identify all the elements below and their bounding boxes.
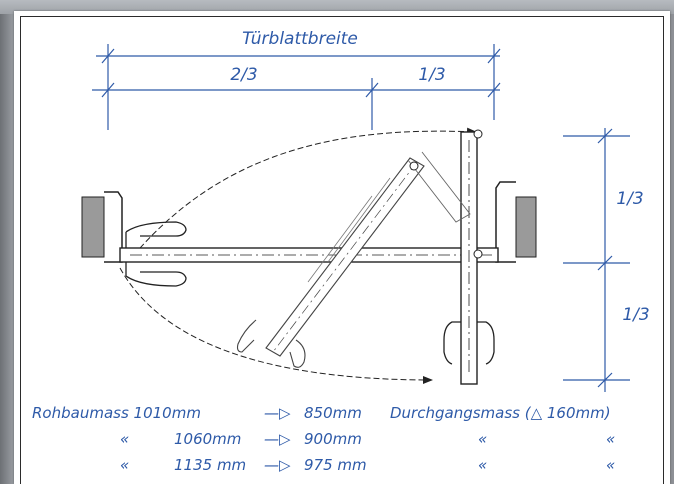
handle-open-leaf bbox=[443, 321, 495, 365]
one-third-right-lower-label: 1/3 bbox=[622, 305, 649, 325]
one-third-top-label: 1/3 bbox=[418, 65, 445, 85]
door-leaf-diagonal bbox=[236, 151, 471, 368]
right-dimension-group bbox=[563, 128, 630, 392]
note-row3-ditto1: « bbox=[120, 456, 129, 474]
handle-closed-leaf bbox=[125, 221, 187, 287]
two-thirds-label: 2/3 bbox=[230, 65, 257, 85]
note-row3-ditto2: « bbox=[478, 456, 487, 474]
tick-mark bbox=[101, 48, 115, 64]
note-row1-left: Rohbaumass 1010mm bbox=[32, 404, 201, 422]
note-row3-arrow: —▷ bbox=[264, 456, 291, 474]
background-left-edge bbox=[0, 14, 14, 484]
tick-mark bbox=[597, 372, 613, 388]
note-row2-ditto3: « bbox=[606, 430, 615, 448]
note-row2-mid: 900mm bbox=[304, 430, 362, 448]
pivot-circle-center bbox=[473, 249, 483, 259]
frame-left bbox=[104, 191, 123, 263]
note-row3-mid: 975 mm bbox=[304, 456, 367, 474]
wall-right bbox=[515, 196, 537, 258]
note-row2-arrow: —▷ bbox=[264, 430, 291, 448]
door-leaf-width-label: Türblattbreite bbox=[242, 29, 358, 49]
tick-mark bbox=[597, 255, 613, 271]
dimension-notes: Rohbaumass 1010mm —▷ 850mm Durchgangsmas… bbox=[32, 404, 615, 474]
note-row2-ditto2: « bbox=[478, 430, 487, 448]
top-dimension-group bbox=[92, 44, 501, 130]
note-row2-ditto1: « bbox=[120, 430, 129, 448]
background-window-strip bbox=[0, 0, 674, 14]
note-row3-ditto3: « bbox=[606, 456, 615, 474]
pivot-circle-top bbox=[473, 129, 483, 139]
one-third-right-upper-label: 1/3 bbox=[616, 189, 643, 209]
note-row1-arrow: —▷ bbox=[264, 404, 291, 422]
swing-arc-upper bbox=[127, 127, 477, 263]
note-row1-mid: 850mm bbox=[304, 404, 362, 422]
sheet-frame bbox=[20, 16, 664, 484]
frame-right bbox=[495, 181, 516, 263]
wall-left bbox=[81, 196, 105, 258]
tick-mark bbox=[101, 82, 115, 98]
tick-mark bbox=[487, 82, 501, 98]
note-row1-right: Durchgangsmass (△ 160mm) bbox=[390, 404, 611, 422]
tick-mark bbox=[365, 82, 379, 98]
tick-mark bbox=[487, 48, 501, 64]
note-row2-left: 1060mm bbox=[174, 430, 241, 448]
swing-arc-lower bbox=[119, 267, 433, 384]
tick-mark bbox=[597, 128, 613, 144]
note-row3-left: 1135 mm bbox=[174, 456, 246, 474]
